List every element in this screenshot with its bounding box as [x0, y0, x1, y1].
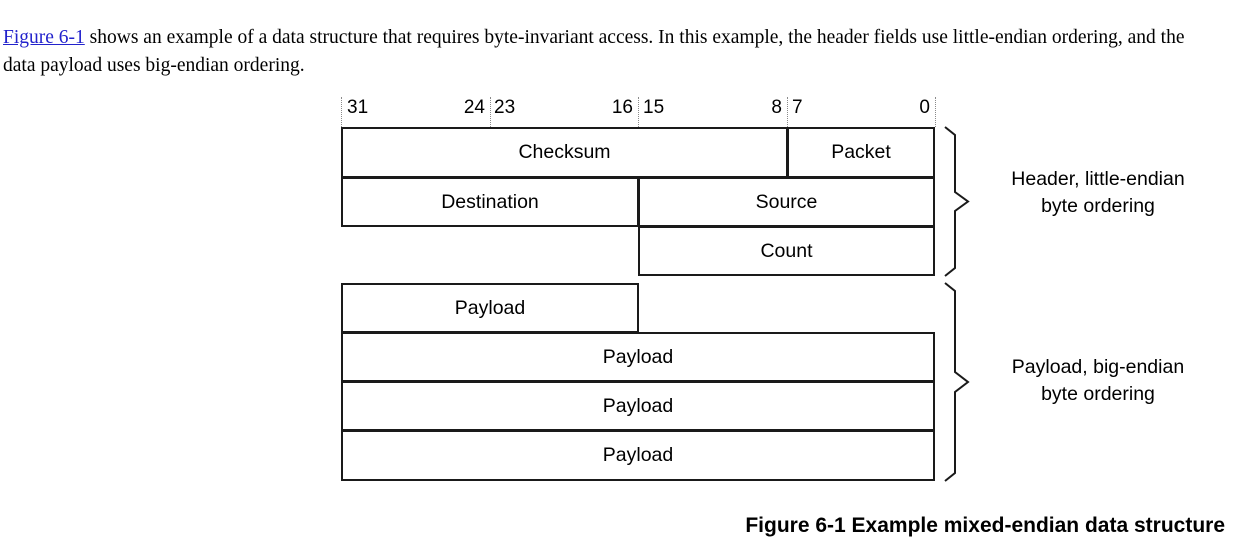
ruler-tick-bit-24: [489, 97, 491, 127]
ruler-tick-bit-0: [935, 97, 936, 127]
ruler-tick-bit-16: [638, 97, 639, 127]
ruler-label-23: 23: [494, 97, 516, 118]
header-group-label-line1: Header, little-endian: [1011, 168, 1185, 190]
ruler-tick-bit-8: [786, 97, 788, 127]
ruler-label-31: 31: [347, 97, 369, 118]
field-checksum: Checksum: [341, 127, 788, 178]
ruler-label-0: 0: [919, 97, 930, 118]
figure-reference-link[interactable]: Figure 6-1: [3, 26, 85, 48]
payload-group-label: Payload, big-endian byte ordering: [978, 354, 1218, 408]
payload-group-brace: [944, 282, 970, 482]
ruler-label-24: 24: [463, 97, 485, 118]
header-group-label-line2: byte ordering: [1041, 195, 1155, 217]
intro-paragraph: Figure 6-1 shows an example of a data st…: [3, 24, 1188, 80]
ruler-label-7: 7: [792, 97, 803, 118]
ruler-tick-bit-31: [341, 97, 342, 127]
field-payload-4: Payload: [341, 430, 935, 481]
figure-caption: Figure 6-1 Example mixed-endian data str…: [745, 514, 1225, 537]
payload-group-label-line2: byte ordering: [1041, 383, 1155, 405]
field-payload-1: Payload: [341, 283, 639, 333]
header-group-label: Header, little-endian byte ordering: [978, 166, 1218, 220]
ruler-label-15: 15: [643, 97, 665, 118]
ruler-label-8: 8: [771, 97, 782, 118]
field-payload-3: Payload: [341, 381, 935, 431]
field-count: Count: [638, 226, 935, 276]
field-destination: Destination: [341, 177, 639, 227]
field-payload-2: Payload: [341, 332, 935, 382]
payload-group-label-line1: Payload, big-endian: [1011, 356, 1185, 378]
field-packet: Packet: [787, 127, 935, 178]
ruler-label-16: 16: [611, 97, 633, 118]
field-source: Source: [638, 177, 935, 227]
intro-paragraph-text: shows an example of a data structure tha…: [3, 26, 1185, 76]
header-group-brace: [944, 126, 970, 277]
bit-position-ruler: 31 24 23 16 15 8 7 0: [341, 97, 936, 127]
